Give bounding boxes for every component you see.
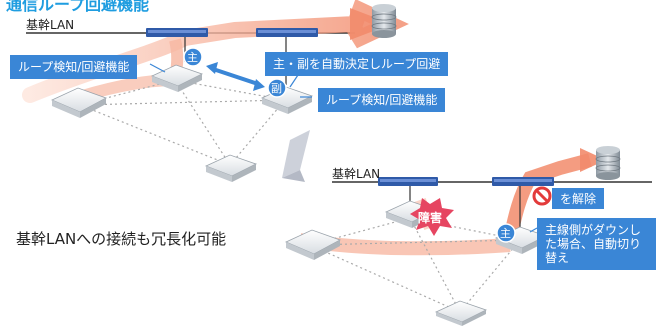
top-secondary-badge [267,78,287,98]
transition-arrow-tip [282,170,305,182]
release-label: を解除 [552,188,605,209]
bottom-path-arrowhead [580,148,606,172]
top-primary-badge-label: 主 [187,51,198,64]
bottom-switch-1 [378,177,438,186]
no-entry-icon [532,186,552,206]
top-ap-left [51,87,107,118]
bottom-callout-pointer [529,227,538,233]
top-ap-primary [150,64,204,92]
bottom-mesh-links [309,217,521,313]
bottom-backbone-label: 基幹LAN [332,167,381,181]
bottom-switch-callout: 主線側がダウンした場合、自動切り替え [537,218,656,270]
bottom-database-icon [595,146,621,180]
top-backbone-label: 基幹LAN [26,18,75,32]
top-ap-secondary [260,86,314,114]
redundancy-caption: 基幹LANへの接続も冗長化可能 [16,230,227,248]
top-ap-bottom [204,154,258,182]
top-switch-2 [256,28,318,37]
diagram-title: 通信ループ回避機能 [6,0,150,14]
top-auto-callout: 主・副を自動決定しループ回避 [265,52,449,76]
top-secondary-badge-label: 副 [271,82,282,95]
top-switch-1 [146,28,208,37]
failure-label: 障害 [418,211,443,225]
bottom-primary-badge-label: 主 [500,227,511,240]
top-negotiation-arrow [206,62,265,91]
top-loop-callout-left: ループ検知/回避機能 [10,55,138,79]
bottom-ap-bottom [434,300,488,326]
top-database-icon [371,4,397,38]
top-primary-badge [183,47,203,67]
bottom-primary-badge [496,223,516,243]
top-callout-left-pointer [149,63,166,73]
transition-arrow [282,130,310,178]
top-loop-callout-right: ループ検知/回避機能 [318,88,446,112]
bottom-switch-2 [492,177,554,186]
bottom-ap-left [285,229,341,260]
top-path-arrowhead [350,8,392,40]
release-row: を解除 [552,188,605,209]
failure-burst-icon [410,198,454,236]
